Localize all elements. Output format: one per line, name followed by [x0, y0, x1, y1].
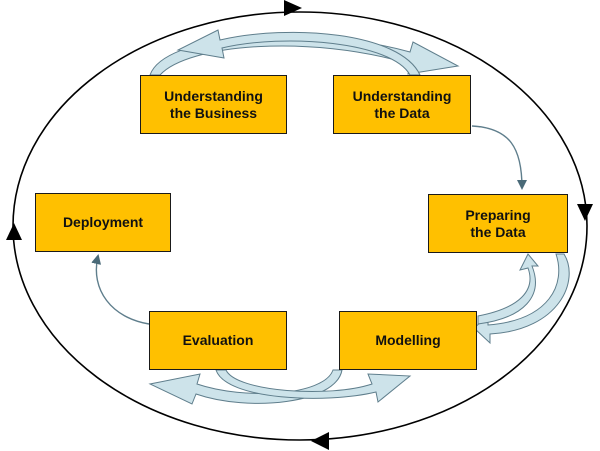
phase-box-evaluation: Evaluation [149, 311, 287, 370]
flow-arrow-modelling-to-preparing-icon [477, 253, 540, 325]
phase-box-understanding-data: Understanding the Data [333, 75, 471, 134]
cycle-arrow-left-icon [6, 223, 22, 240]
flow-arrow-data-to-business-icon [176, 29, 421, 76]
phase-box-modelling: Modelling [339, 311, 477, 370]
cycle-arrow-bottom-icon [311, 432, 329, 450]
flow-arrow-data-to-preparing-icon [471, 125, 527, 190]
flow-arrow-evaluation-to-deployment-icon [91, 254, 150, 325]
cycle-arrow-right-icon [577, 204, 593, 221]
phase-box-deployment: Deployment [35, 193, 171, 252]
cycle-arrow-top-icon [284, 0, 302, 16]
flow-arrow-evaluation-to-modelling-icon [215, 369, 412, 403]
phase-box-preparing-data: Preparing the Data [428, 194, 568, 253]
phase-box-understanding-business: Understanding the Business [140, 75, 287, 134]
